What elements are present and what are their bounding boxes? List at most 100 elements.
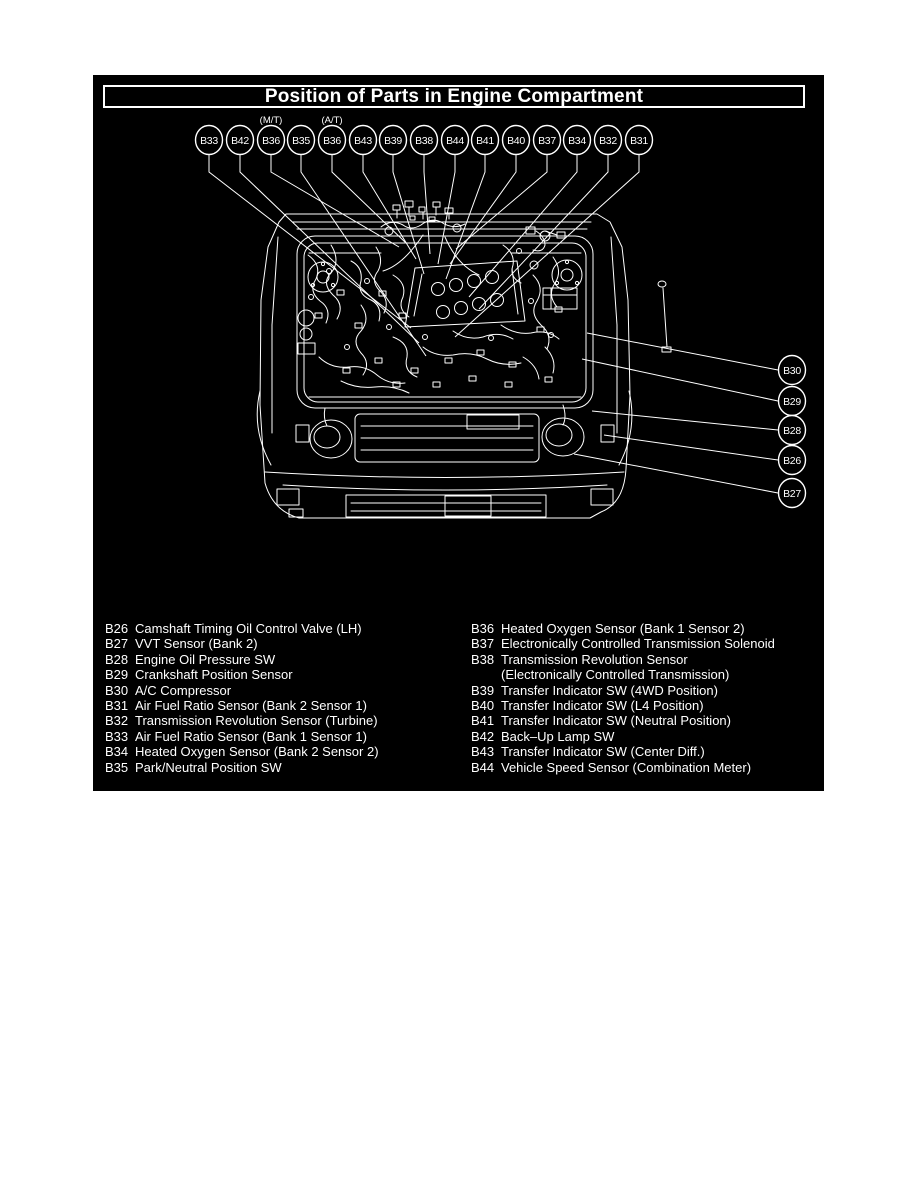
top-callout-B40-10: B40 (449, 124, 531, 265)
top-callout-B42-1: B42 (225, 124, 420, 344)
legend-desc: Air Fuel Ratio Sensor (Bank 1 Sensor 1) (135, 728, 367, 744)
callout-note: (M/T) (260, 115, 283, 126)
right-callout-B30: B30 (586, 332, 807, 386)
top-callout-B44-8: B44 (437, 124, 470, 265)
legend-desc: Engine Oil Pressure SW (135, 651, 276, 667)
legend-desc: Vehicle Speed Sensor (Combination Meter) (501, 759, 752, 775)
callout-label: B30 (783, 365, 801, 377)
legend-desc: A/C Compressor (135, 682, 232, 698)
legend-desc: Heated Oxygen Sensor (Bank 1 Sensor 2) (501, 621, 745, 636)
cowl-harness-cluster (380, 200, 480, 276)
legend-row: B37 Electronically Controlled Transmissio… (471, 636, 819, 651)
legend-code: B34 (105, 744, 129, 760)
top-callout-B36-2: B36 (M/T) (256, 115, 400, 248)
strut-tower-left (307, 261, 339, 293)
legend-row: B44 Vehicle Speed Sensor (Combination Met… (471, 760, 819, 775)
right-callout-B26: B26 (603, 434, 807, 476)
legend-code: B43 (471, 744, 495, 760)
callout-label: B39 (384, 135, 402, 147)
legend-row: B31 Air Fuel Ratio Sensor (Bank 2 Sensor … (105, 698, 461, 713)
headlight-right (541, 417, 615, 457)
legend-desc: (Electronically Controlled Transmission) (501, 667, 730, 683)
legend-code: B41 (471, 713, 495, 729)
legend-desc: Transmission Revolution Sensor (Turbine) (135, 713, 378, 729)
legend-desc: Camshaft Timing Oil Control Valve (LH) (135, 621, 362, 636)
legend-row: B28 Engine Oil Pressure SW (105, 652, 461, 667)
harness-connectors (308, 248, 563, 388)
top-callout-B33-0: B33 (194, 124, 412, 329)
top-callout-B31-14: B31 (454, 124, 654, 338)
callout-label: B40 (507, 135, 525, 147)
legend-code: B30 (105, 682, 129, 698)
callout-label: B42 (231, 135, 249, 147)
legend-desc: Transfer Indicator SW (Center Diff.) (501, 744, 705, 760)
top-callout-B35-3: B35 (286, 124, 427, 357)
right-callout-B29: B29 (581, 358, 807, 417)
callout-label: B31 (630, 135, 648, 147)
callout-label: B44 (446, 135, 464, 147)
legend-row: B32 Transmission Revolution Sensor (Turbi… (105, 713, 461, 728)
legend-desc: Heated Oxygen Sensor (Bank 2 Sensor 2) (135, 744, 379, 760)
legend-desc: Air Fuel Ratio Sensor (Bank 2 Sensor 1) (135, 697, 367, 713)
antenna (657, 280, 672, 353)
legend-code: B31 (105, 697, 129, 713)
legend-code: B26 (105, 621, 129, 636)
top-callout-B37-11: B37 (455, 124, 562, 250)
legend-desc: Transfer Indicator SW (L4 Position) (501, 697, 704, 713)
top-callout-B32-13: B32 (478, 124, 623, 310)
legend-code: B38 (471, 651, 495, 667)
right-callout-B27: B27 (573, 453, 807, 509)
legend-code: B29 (105, 667, 129, 683)
legend-code: B39 (471, 682, 495, 698)
callout-label: B33 (200, 135, 218, 147)
legend-desc: Electronically Controlled Transmission S… (501, 636, 775, 652)
top-callout-B43-5: B43 (348, 124, 417, 260)
legend-code: B40 (471, 697, 495, 713)
legend-desc: VVT Sensor (Bank 2) (135, 636, 258, 652)
legend-row: B30 A/C Compressor (105, 683, 461, 698)
callout-label: B35 (292, 135, 310, 147)
legend-left-column: B26 Camshaft Timing Oil Control Valve (LH… (105, 621, 461, 775)
legend-code: B37 (471, 636, 495, 652)
legend-right-column: B36 Heated Oxygen Sensor (Bank 1 Sensor 2… (471, 621, 819, 775)
callout-label: B38 (415, 135, 433, 147)
callout-note: (A/T) (321, 115, 342, 126)
grille (354, 413, 540, 463)
callout-label: B36 (323, 135, 341, 147)
legend-desc: Park/Neutral Position SW (135, 759, 282, 775)
legend-code: B35 (105, 759, 129, 775)
callout-label: B26 (783, 455, 801, 467)
callout-label: B28 (783, 425, 801, 437)
callout-label: B37 (538, 135, 556, 147)
legend-row: B39 Transfer Indicator SW (4WD Position) (471, 683, 819, 698)
legend-code: B28 (105, 651, 129, 667)
legend-desc: Transmission Revolution Sensor (501, 651, 688, 667)
legend-row: B26 Camshaft Timing Oil Control Valve (LH… (105, 621, 461, 636)
top-callout-B39-6: B39 (378, 124, 425, 275)
callout-label: B32 (599, 135, 617, 147)
callout-label: B36 (262, 135, 280, 147)
legend-code: B36 (471, 621, 495, 636)
legend-code: B27 (105, 636, 129, 652)
engine-block (404, 260, 526, 328)
diagram-title-box: Position of Parts in Engine Compartment (103, 85, 805, 108)
callout-label: B43 (354, 135, 372, 147)
diagram-title: Position of Parts in Engine Compartment (264, 85, 644, 107)
legend-row: (Electronically Controlled Transmission) (471, 667, 819, 682)
top-callout-B34-12: B34 (468, 124, 592, 298)
legend-row: B34 Heated Oxygen Sensor (Bank 2 Sensor 2… (105, 744, 461, 759)
top-callout-B38-7: B38 (409, 124, 439, 255)
legend-desc: Transfer Indicator SW (4WD Position) (501, 682, 718, 698)
right-callout-B28: B28 (591, 410, 807, 446)
legend-code: B42 (471, 728, 495, 744)
legend-code: B44 (471, 759, 495, 775)
legend-code: B32 (105, 713, 129, 729)
diagram-panel: Position of Parts in Engine Compartment (93, 75, 824, 791)
strut-tower-right (551, 259, 583, 291)
